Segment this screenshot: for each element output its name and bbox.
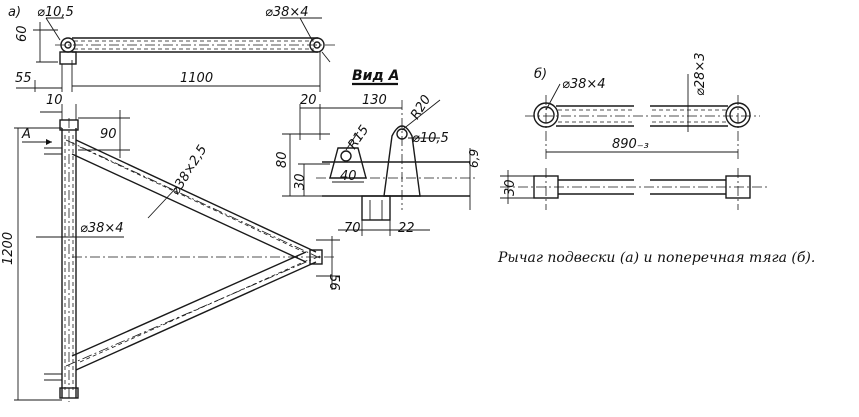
view-a-title: Вид А xyxy=(352,68,400,84)
dim-d10-5-view: ⌀10,5 xyxy=(412,131,449,146)
dim-55: 55 xyxy=(15,71,32,86)
dim-56: 56 xyxy=(326,274,341,291)
figure-caption: Рычаг подвески (а) и поперечная тяга (б)… xyxy=(497,250,815,266)
dim-1200: 1200 xyxy=(1,232,16,265)
dim-30-view: 30 xyxy=(293,173,308,190)
dim-20: 20 xyxy=(300,93,317,108)
cross-rod-view xyxy=(500,74,770,210)
dim-30-b: 30 xyxy=(503,179,518,196)
dim-60: 60 xyxy=(15,25,30,42)
dim-1100: 1100 xyxy=(180,71,213,86)
dim-90: 90 xyxy=(100,127,117,142)
view-arrow-a: А xyxy=(21,127,31,142)
dim-890: 890₋₃ xyxy=(612,137,649,152)
lever-plan-view xyxy=(14,104,340,402)
dim-10: 10 xyxy=(46,93,63,108)
dim-40: 40 xyxy=(340,169,357,184)
dim-6-9: 6,9 xyxy=(467,149,481,168)
dim-130: 130 xyxy=(362,93,387,108)
fig-a-label: а) xyxy=(8,5,21,20)
dim-tube-38x4-top: ⌀38×4 xyxy=(265,5,309,20)
dim-tube-38x4-left: ⌀38×4 xyxy=(80,221,124,236)
fig-b-label: б) xyxy=(534,67,547,82)
dim-22: 22 xyxy=(398,221,415,236)
view-a-detail xyxy=(282,82,476,236)
dim-70: 70 xyxy=(344,221,361,236)
dim-80: 80 xyxy=(275,151,290,168)
dim-d10-5-top: ⌀10,5 xyxy=(37,5,74,20)
lever-side-view xyxy=(16,17,335,92)
dim-tube-28x3: ⌀28×3 xyxy=(693,52,708,96)
dim-tube-38x4-b: ⌀38×4 xyxy=(562,77,606,92)
dim-tube-38x2-5: ⌀38×2,5 xyxy=(168,143,210,198)
